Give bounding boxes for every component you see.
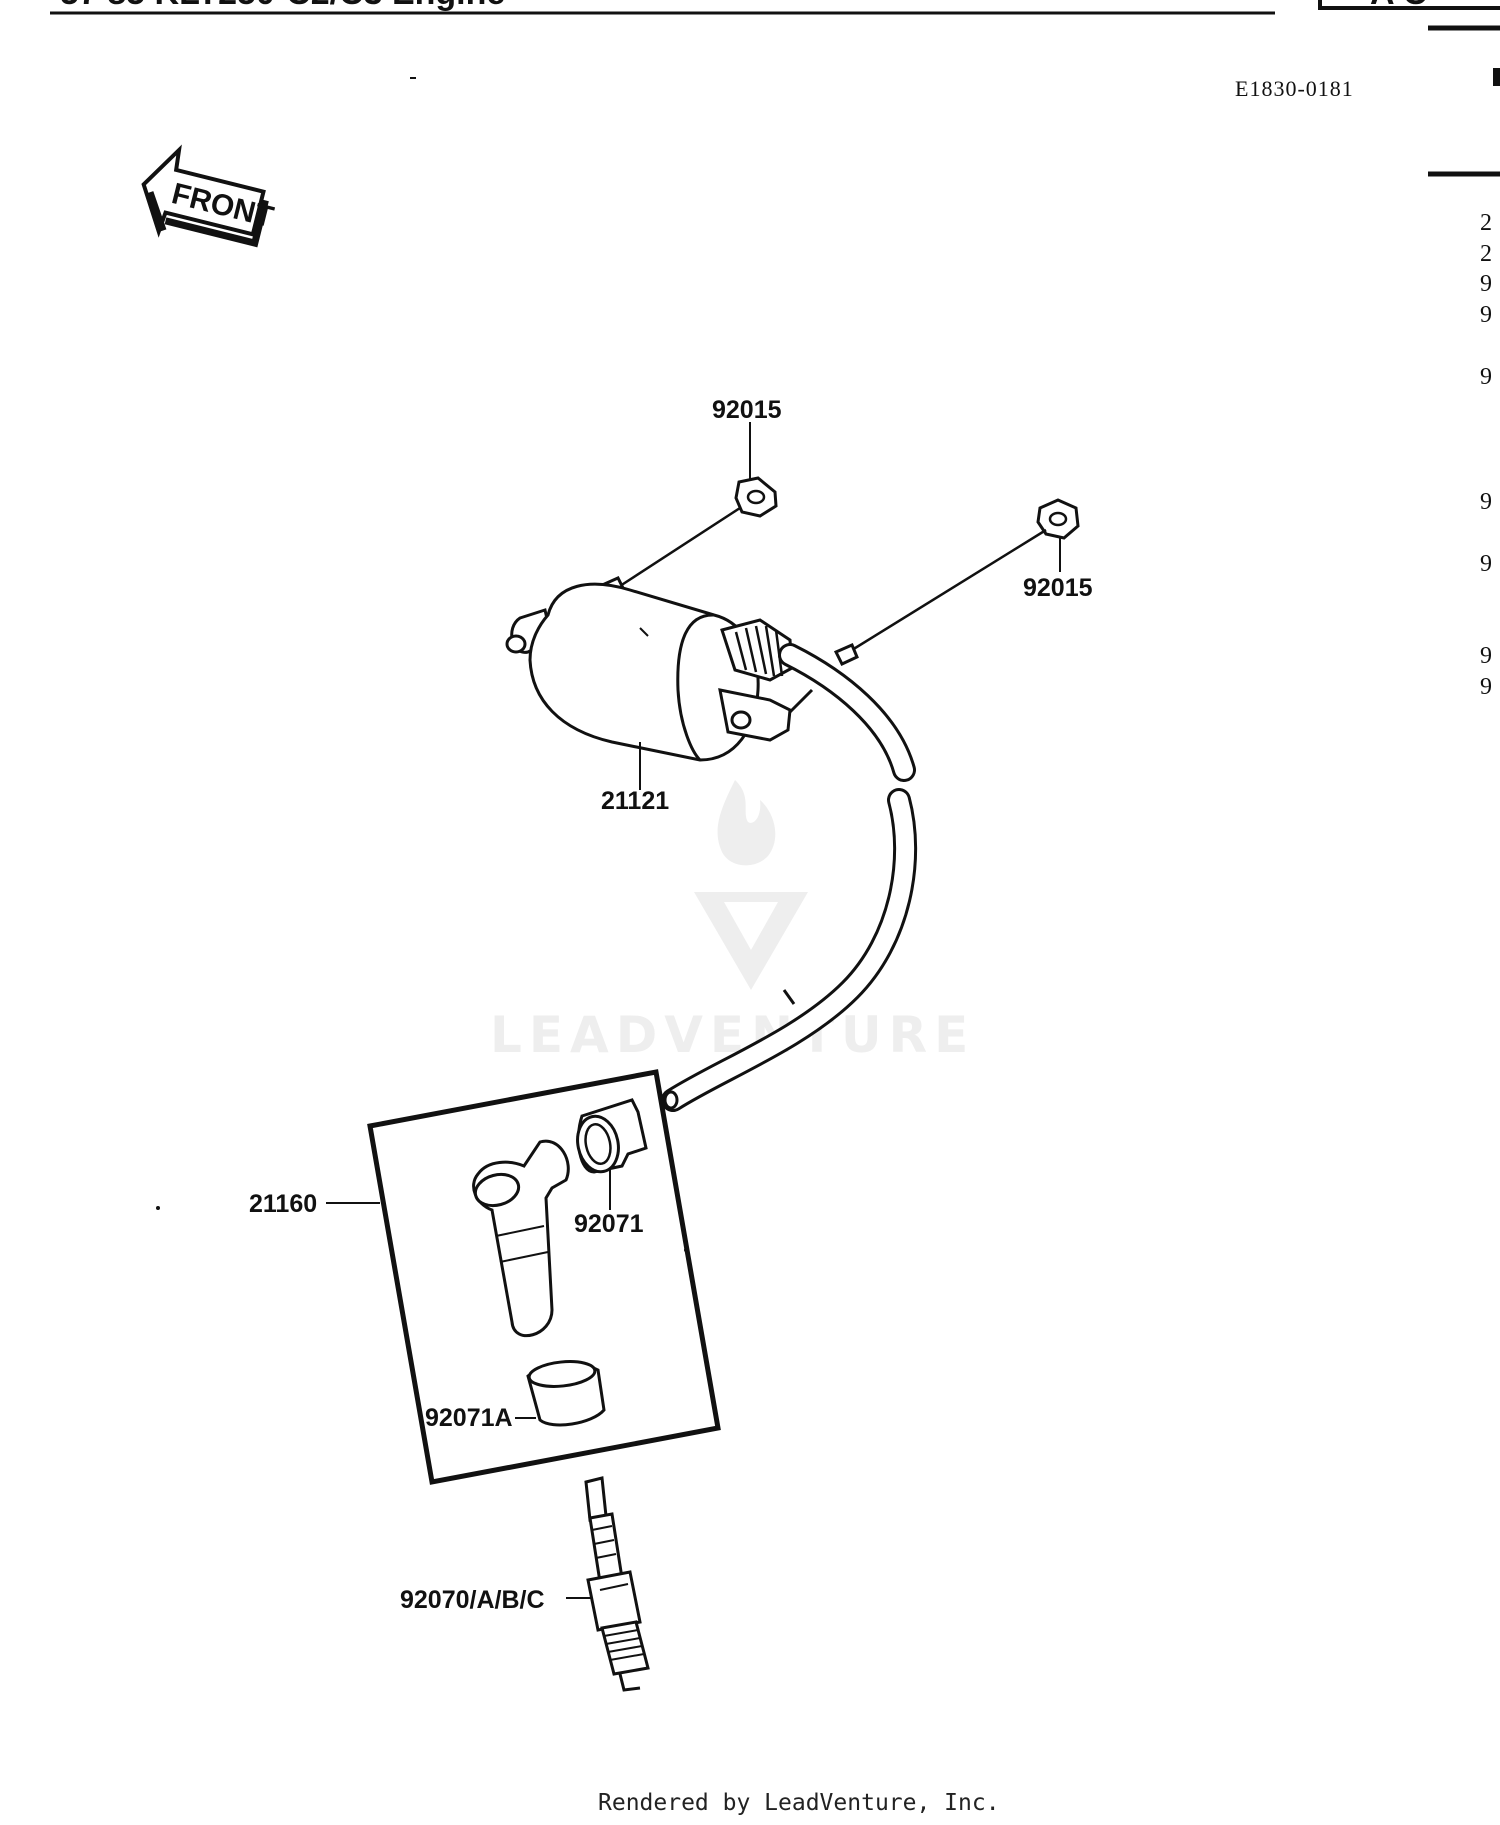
plug-insulator bbox=[588, 1512, 624, 1584]
side-digit: 2 bbox=[1480, 241, 1492, 267]
assembly-box bbox=[367, 1069, 721, 1485]
bracket-hole bbox=[505, 634, 527, 654]
nut-hole bbox=[1048, 511, 1068, 527]
plug-cap-elbow bbox=[472, 1139, 570, 1338]
boot-ribs bbox=[734, 625, 784, 677]
lead-mark bbox=[782, 989, 796, 1005]
label-nut-top: 92015 bbox=[712, 396, 782, 424]
ignition-coil bbox=[505, 576, 859, 790]
spark-plug bbox=[566, 1476, 650, 1692]
lead-end bbox=[663, 1090, 679, 1110]
label-plug-cap-assembly: 21160 bbox=[249, 1190, 317, 1218]
footer-credit: Rendered by LeadVenture, Inc. bbox=[598, 1790, 1000, 1816]
nut-top bbox=[619, 422, 778, 588]
header-corner-box bbox=[1318, 0, 1500, 10]
side-digit: 9 bbox=[1480, 271, 1492, 297]
cap-top bbox=[473, 1172, 521, 1208]
label-nut-right: 92015 bbox=[1023, 574, 1093, 602]
header: 57 85 KLT250-C2/C3 Engine A C bbox=[50, 0, 1500, 15]
seal-a-top bbox=[527, 1360, 597, 1388]
bracket-hole bbox=[730, 710, 752, 730]
stud-leader bbox=[851, 528, 1047, 652]
coil-body bbox=[528, 582, 760, 762]
watermark: LEADVENTURE bbox=[490, 780, 975, 1064]
side-table: 2 2 9 9 9 9 9 9 9 bbox=[1428, 25, 1500, 700]
reference-code: E1830-0181 bbox=[1235, 76, 1354, 101]
side-digit: 9 bbox=[1480, 364, 1492, 390]
watermark-v-icon bbox=[694, 892, 808, 990]
ht-lead-upper-fill bbox=[781, 646, 913, 779]
coil-shading bbox=[639, 627, 649, 637]
stud-leader bbox=[619, 506, 741, 588]
ht-lead-lower-fill bbox=[664, 791, 915, 1109]
plug-thread-lines bbox=[603, 1629, 645, 1661]
stray-dot bbox=[156, 1206, 160, 1210]
side-digit: 2 bbox=[1480, 210, 1492, 236]
coil-stud bbox=[833, 643, 859, 666]
hex-edge bbox=[599, 1583, 629, 1591]
coil-bracket-right bbox=[718, 688, 792, 742]
header-title: 57 85 KLT250-C2/C3 Engine bbox=[60, 0, 505, 12]
label-seal: 92071 bbox=[574, 1210, 644, 1238]
bracket-arm bbox=[788, 688, 814, 714]
front-arrow: FRONT bbox=[141, 144, 277, 248]
stray-dot bbox=[684, 1248, 688, 1252]
label-seal-a: 92071A bbox=[425, 1404, 513, 1432]
label-spark-plug: 92070/A/B/C bbox=[400, 1586, 545, 1614]
side-marker bbox=[1493, 68, 1500, 86]
coil-end-face bbox=[676, 613, 715, 762]
ht-lead bbox=[661, 643, 918, 1112]
plug-hex bbox=[586, 1570, 642, 1632]
front-arrow-shadow bbox=[146, 191, 269, 248]
seal-bore bbox=[584, 1123, 612, 1165]
plug-insulator-ribs bbox=[591, 1525, 617, 1559]
watermark-text: LEADVENTURE bbox=[490, 1006, 975, 1064]
header-corner-text: A C bbox=[1370, 0, 1427, 12]
watermark-flame-icon bbox=[717, 780, 776, 866]
side-digit: 9 bbox=[1480, 551, 1492, 577]
side-digit: 9 bbox=[1480, 489, 1492, 515]
cap-rings bbox=[495, 1225, 549, 1263]
plug-terminal bbox=[584, 1476, 608, 1522]
label-ignition-coil: 21121 bbox=[601, 787, 669, 815]
side-digit: 9 bbox=[1480, 643, 1492, 669]
nut-hole bbox=[746, 489, 766, 505]
side-digit: 9 bbox=[1480, 302, 1492, 328]
nut-92015-top bbox=[734, 476, 778, 518]
nut-92015-right bbox=[1036, 498, 1080, 540]
plug-electrode bbox=[618, 1673, 641, 1692]
side-digit: 9 bbox=[1480, 674, 1492, 700]
nut-right bbox=[851, 498, 1080, 652]
plug-cap-assembly bbox=[326, 1069, 721, 1485]
